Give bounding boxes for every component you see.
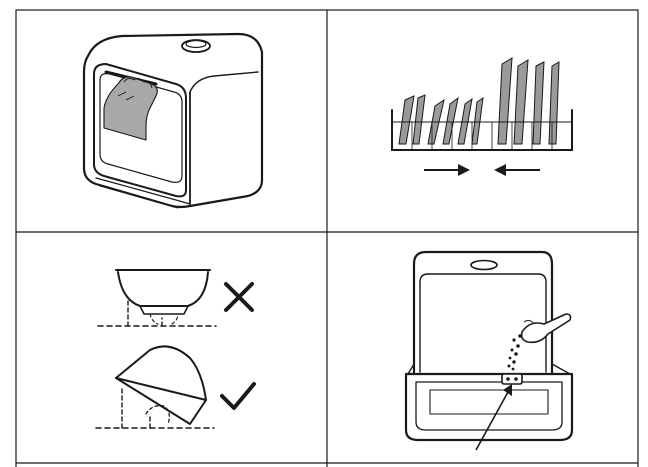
detergent-dispenser-icon: [501, 373, 523, 385]
detergent-powder-icon: [507, 334, 522, 371]
detergent-scoop-icon: [520, 313, 572, 344]
dishwasher-open-icon: [404, 250, 574, 442]
panel-add-detergent: [404, 250, 574, 451]
arrow-left-icon: [494, 164, 540, 176]
pointer-arrow-icon: [475, 384, 512, 451]
panel-bowl-placement: [95, 269, 256, 429]
check-icon: [220, 382, 256, 410]
instruction-grid: [15, 9, 639, 467]
panel-arrange-dishes: [391, 57, 573, 176]
hand-opening-door-icon: [103, 76, 158, 141]
bowl-tilted-right-icon: [95, 345, 215, 429]
bowl-upright-wrong-icon: [97, 269, 217, 327]
cross-icon: [224, 282, 254, 312]
arrow-right-icon: [424, 164, 470, 176]
panel-open-door: [82, 32, 264, 209]
dish-rack-icon: [391, 57, 573, 151]
